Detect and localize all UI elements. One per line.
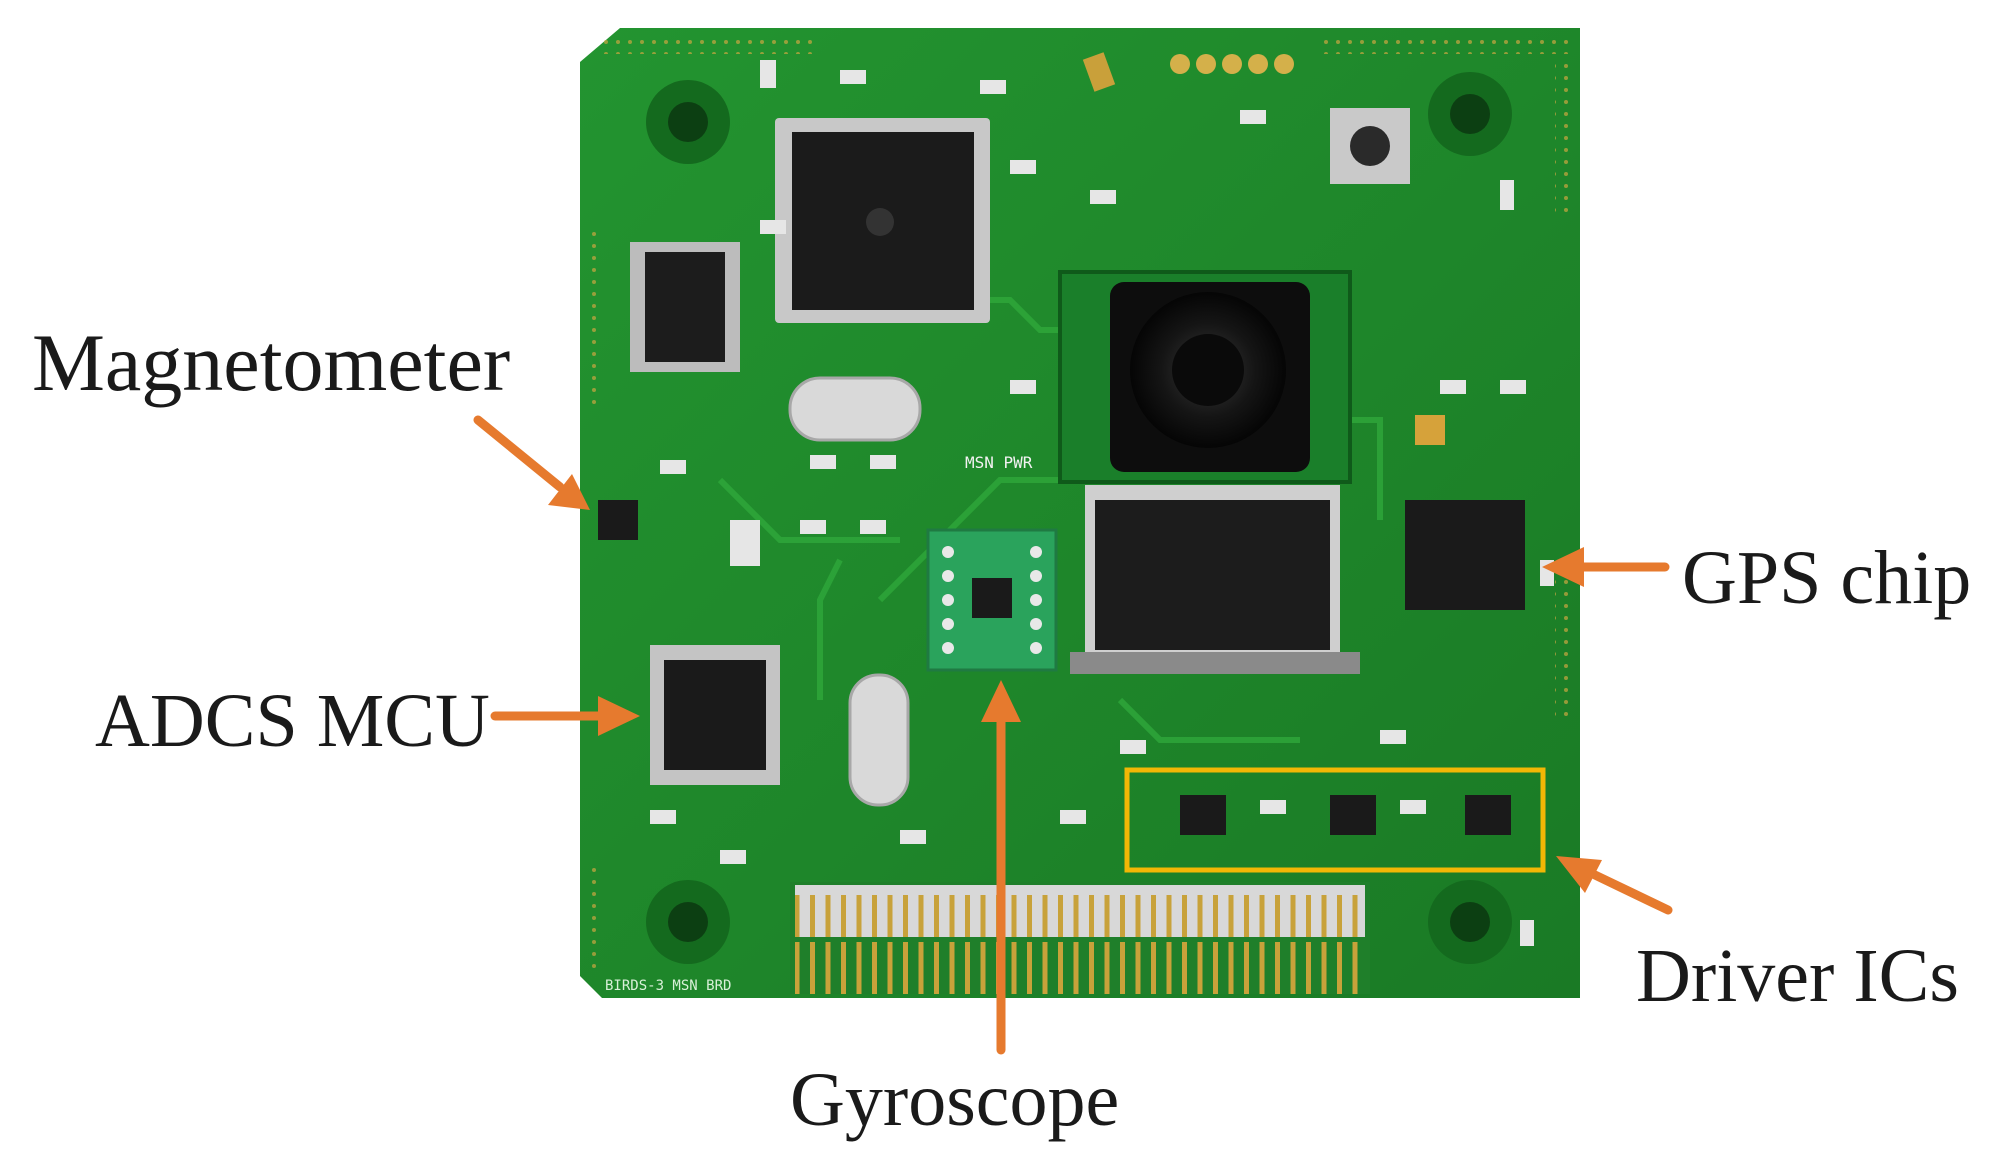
adcs-mcu-chip <box>650 645 780 785</box>
mounting-hole <box>646 80 730 164</box>
adcs-mcu-label: ADCS MCU <box>95 679 490 763</box>
arrow-adcs-mcu <box>490 696 640 736</box>
magnetometer-chip <box>598 500 638 540</box>
push-button <box>1330 108 1410 184</box>
gps-chip-component <box>1405 415 1525 610</box>
crystal-oscillator <box>788 376 922 442</box>
smd-components <box>650 60 1554 946</box>
power-module-chip <box>630 242 740 372</box>
memory-chip <box>1070 485 1360 674</box>
gyroscope-board <box>926 528 1058 672</box>
arrow-gyroscope <box>981 680 1021 1055</box>
arrow-driver-ics <box>1556 856 1673 915</box>
magnetometer-label: Magnetometer <box>32 317 511 408</box>
driver-ics-highlight-box <box>1124 767 1546 873</box>
camera-module <box>1058 270 1352 484</box>
silkscreen-msn-pwr: MSN PWR <box>965 453 1033 472</box>
arrow-magnetometer <box>473 415 590 510</box>
header-pins-top <box>1082 52 1294 92</box>
mounting-hole <box>1428 880 1512 964</box>
arrow-gps-chip <box>1542 547 1670 587</box>
crystal-oscillator-2 <box>848 673 910 807</box>
driver-ic-chips <box>1180 795 1511 835</box>
driver-ics-label: Driver ICs <box>1636 934 1959 1018</box>
board-connector <box>790 882 1370 994</box>
mounting-hole <box>1428 72 1512 156</box>
gps-chip-label: GPS chip <box>1682 536 1972 620</box>
mounting-hole <box>646 880 730 964</box>
main-processor-chip <box>775 118 990 323</box>
gyroscope-label: Gyroscope <box>790 1058 1120 1142</box>
pcb-board <box>580 28 1580 998</box>
silkscreen-board-id: BIRDS-3 MSN BRD <box>605 978 731 994</box>
